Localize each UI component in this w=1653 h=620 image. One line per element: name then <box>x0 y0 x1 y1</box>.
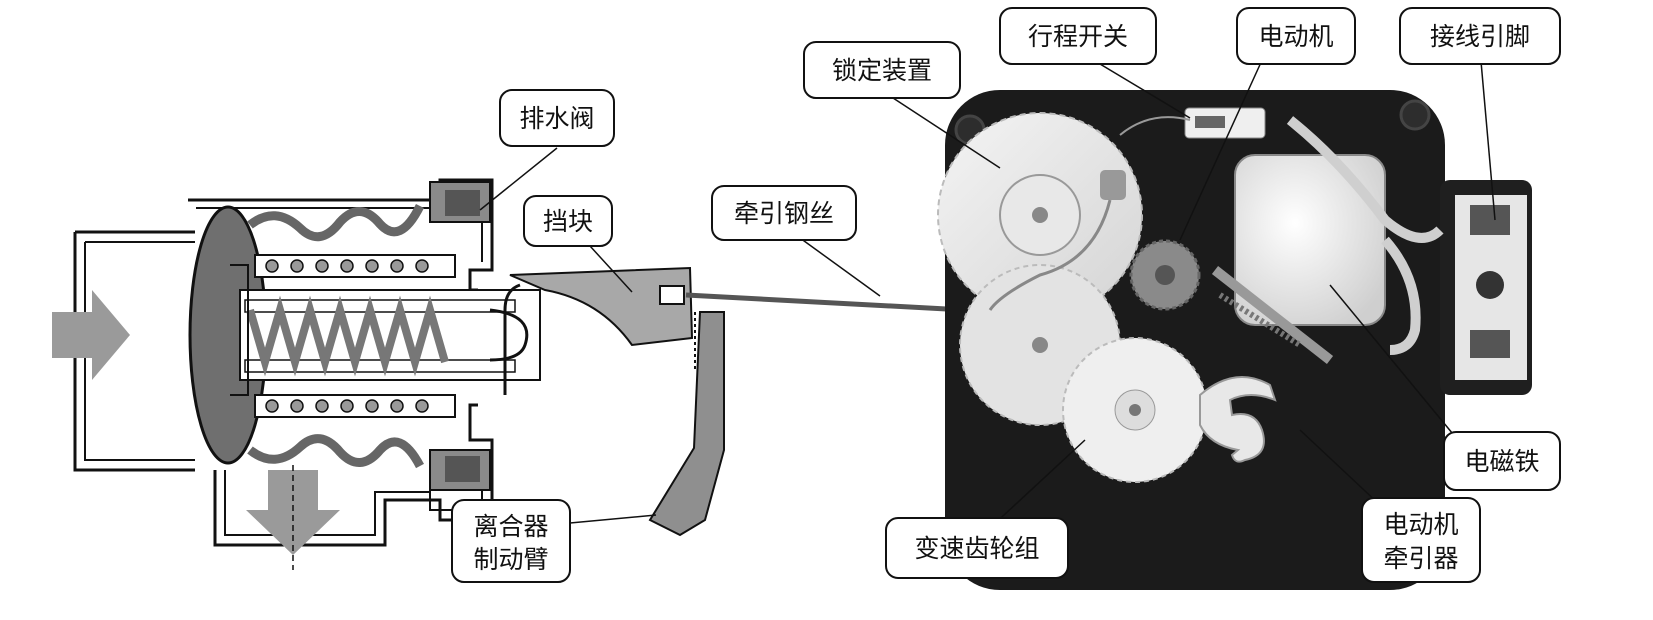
clutch-brake-arm <box>648 311 725 537</box>
drain-valve-section <box>52 178 541 570</box>
label-motor-tractor-line2: 牵引器 <box>1383 544 1458 573</box>
label-gear-set: 变速齿轮组 <box>885 517 1069 579</box>
label-stopper-text: 挡块 <box>543 207 593 236</box>
label-traction-wire-text: 牵引钢丝 <box>734 199 834 228</box>
label-motor: 电动机 <box>1236 7 1356 65</box>
travel-switch <box>1119 107 1266 139</box>
label-stopper: 挡块 <box>523 195 613 247</box>
label-locking-device: 锁定装置 <box>803 41 961 99</box>
traction-wire-line <box>685 292 966 313</box>
label-drain-valve: 排水阀 <box>499 89 615 147</box>
label-gear-set-text: 变速齿轮组 <box>914 534 1039 563</box>
label-motor-text: 电动机 <box>1258 22 1333 51</box>
label-terminal-pins-text: 接线引脚 <box>1430 22 1530 51</box>
motor-tractor-cam <box>1199 376 1277 463</box>
stopper-block <box>509 266 694 347</box>
label-locking-device-text: 锁定装置 <box>832 56 932 85</box>
label-drain-valve-text: 排水阀 <box>519 104 594 133</box>
label-clutch-brake-arm-line1: 离合器 <box>473 512 548 541</box>
label-terminal-pins: 接线引脚 <box>1399 7 1561 65</box>
label-travel-switch: 行程开关 <box>999 7 1157 65</box>
label-traction-wire: 牵引钢丝 <box>711 185 857 241</box>
label-motor-tractor-line1: 电动机 <box>1383 510 1458 539</box>
label-clutch-brake-arm: 离合器 制动臂 <box>451 499 571 583</box>
electromagnet <box>1211 116 1444 364</box>
label-clutch-brake-arm-line2: 制动臂 <box>473 545 548 574</box>
label-motor-tractor: 电动机 牵引器 <box>1361 497 1481 583</box>
locking-device <box>988 170 1126 311</box>
gear-set <box>937 112 1208 483</box>
label-electromagnet: 电磁铁 <box>1443 431 1561 491</box>
label-travel-switch-text: 行程开关 <box>1028 22 1128 51</box>
label-electromagnet-text: 电磁铁 <box>1464 447 1539 476</box>
